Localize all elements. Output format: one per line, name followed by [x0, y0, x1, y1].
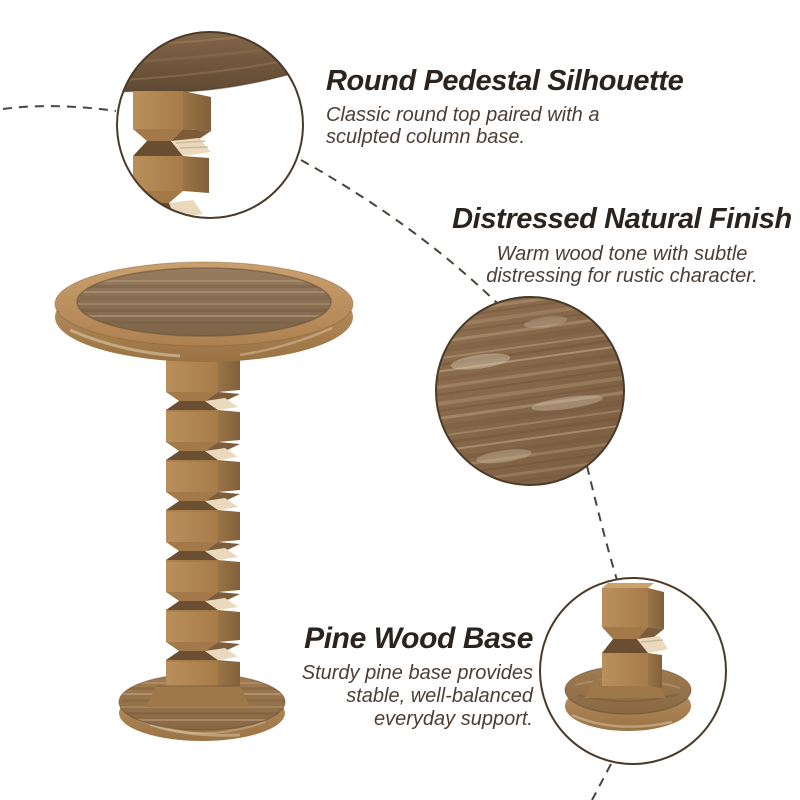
callout-description-line: Warm wood tone with subtle: [496, 243, 748, 266]
callout-title: Pine Wood Base: [304, 622, 533, 655]
callout-description-line: Sturdy pine base provides: [301, 661, 533, 684]
connector-line-top-to-middle: [300, 159, 498, 304]
callout-round-pedestal-silhouette: Round Pedestal Silhouette Classic round …: [326, 65, 684, 149]
table-top: [54, 261, 354, 362]
detail-circle-base: [539, 577, 727, 765]
callout-description: Sturdy pine base provides stable, well-b…: [233, 662, 533, 731]
connector-lines: [2, 105, 618, 800]
callout-description-line: distressing for rustic character.: [486, 265, 758, 288]
callout-title: Distressed Natural Finish: [452, 203, 792, 235]
tabletop-grain-streaks: [77, 280, 331, 324]
callout-distressed-natural-finish: Distressed Natural Finish Warm wood tone…: [420, 203, 800, 288]
detail-circle-silhouette: [116, 31, 304, 219]
connector-line-middle-to-bottom: [586, 465, 618, 581]
callout-description: Warm wood tone with subtle distressing f…: [420, 243, 800, 287]
callout-title: Round Pedestal Silhouette: [326, 65, 684, 97]
connector-line-left: [2, 105, 117, 112]
callout-pine-wood-base: Pine Wood Base Sturdy pine base provides…: [233, 622, 534, 731]
main-product-image: [54, 261, 354, 741]
pedestal-column: [146, 358, 250, 707]
connector-line-bottom-exit: [591, 763, 612, 800]
column-foot: [146, 686, 250, 707]
callout-description-line: everyday support.: [374, 707, 533, 730]
detail-circle-base-border: [539, 577, 727, 765]
callout-description-line: stable, well-balanced: [346, 684, 533, 707]
distress-patches: [450, 316, 603, 464]
callout-description-line: Classic round top paired with a: [326, 104, 600, 127]
detail-circle-finish: [435, 296, 625, 486]
callout-description-line: sculpted column base.: [326, 126, 526, 149]
detail-circle-silhouette-border: [116, 31, 304, 219]
callout-description: Classic round top paired with a sculpted…: [326, 104, 683, 148]
detail-circle-finish-border: [435, 296, 625, 486]
